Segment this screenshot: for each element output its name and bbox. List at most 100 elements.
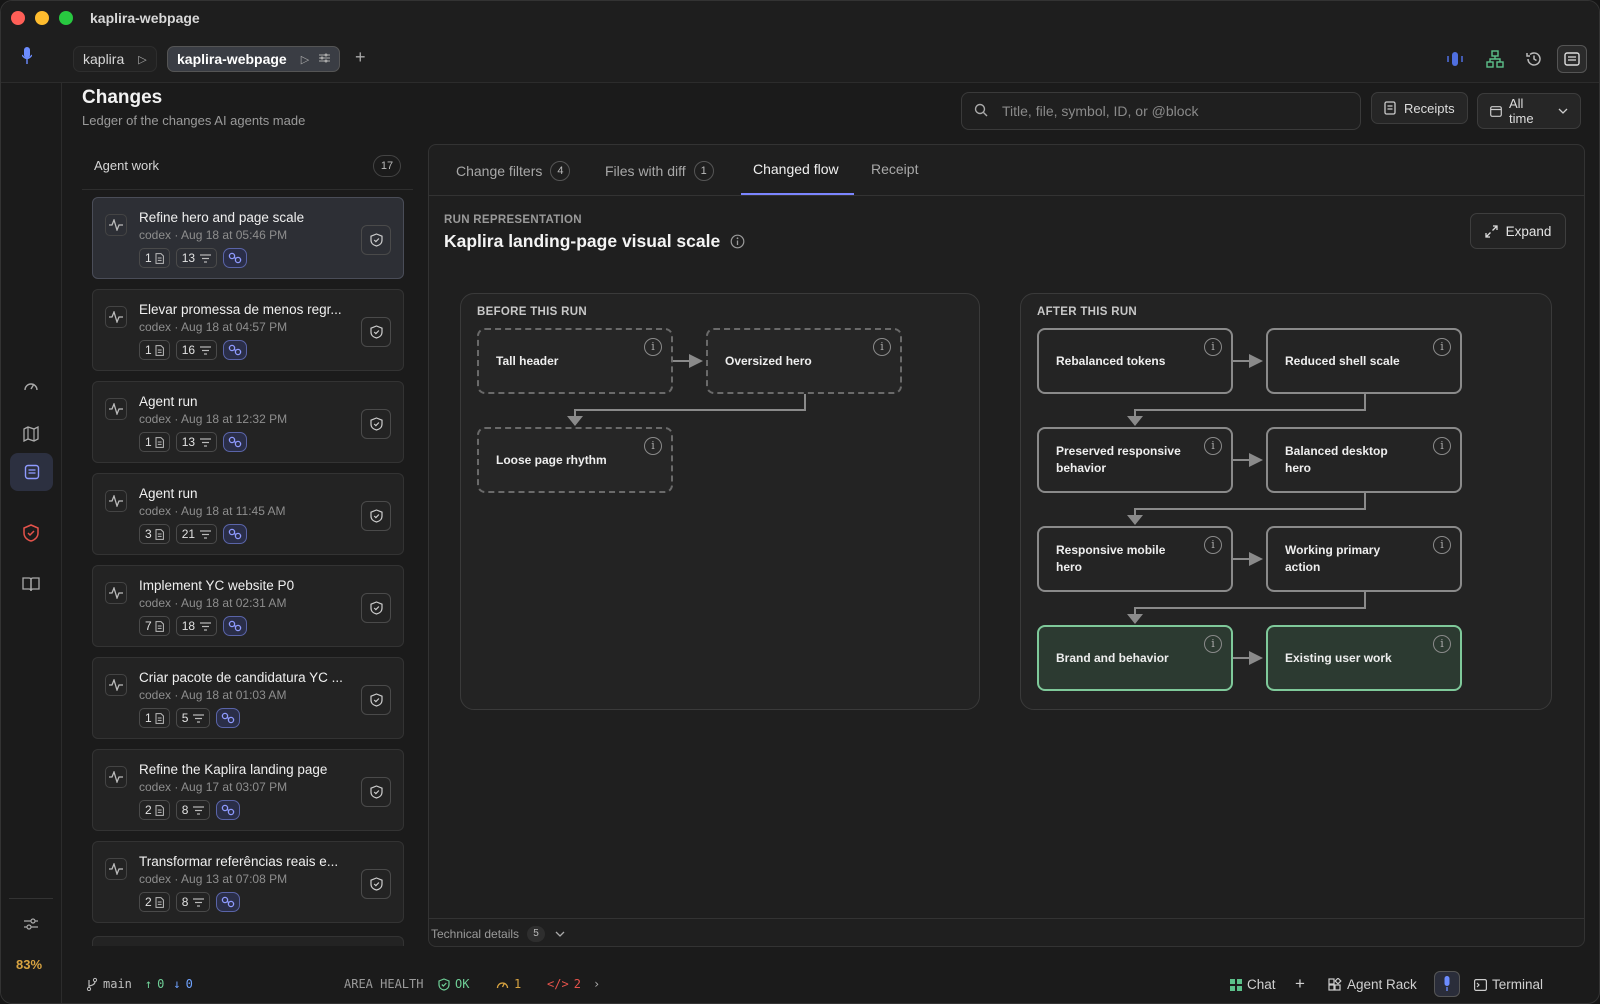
- agent-work-item[interactable]: Transformar referências reais e...codex …: [92, 841, 404, 923]
- voice-button[interactable]: [1434, 971, 1460, 997]
- tab-files-with-diff[interactable]: Files with diff 1: [605, 161, 714, 181]
- zoom-window-button[interactable]: [59, 11, 73, 25]
- map-icon[interactable]: [21, 424, 41, 444]
- info-icon[interactable]: i: [1433, 635, 1451, 653]
- shield-check-icon[interactable]: [361, 317, 391, 347]
- shield-alert-icon[interactable]: [21, 523, 41, 543]
- changes-count-chip[interactable]: 18: [175, 616, 218, 636]
- linked-agents-chip[interactable]: [223, 616, 248, 636]
- settings-sliders-icon[interactable]: [21, 914, 41, 934]
- chevron-right-icon[interactable]: ›: [593, 977, 601, 991]
- changes-count-chip[interactable]: 21: [175, 524, 218, 544]
- time-filter-select[interactable]: All time: [1477, 93, 1581, 129]
- info-icon[interactable]: i: [644, 338, 662, 356]
- play-icon[interactable]: ▷: [300, 53, 310, 66]
- changes-count-chip[interactable]: 8: [175, 892, 211, 912]
- add-tab-icon[interactable]: +: [355, 47, 366, 67]
- linked-agents-chip[interactable]: [223, 340, 248, 360]
- files-count-chip[interactable]: 1: [139, 432, 170, 452]
- health-code-status[interactable]: </> 2: [547, 977, 581, 991]
- info-icon[interactable]: i: [873, 338, 891, 356]
- after-node-responsive-mobile-hero[interactable]: Responsive mobile hero i: [1037, 526, 1233, 592]
- project-tab-kaplira[interactable]: kaplira ▷: [73, 46, 157, 72]
- info-icon[interactable]: i: [1204, 338, 1222, 356]
- changes-count-chip[interactable]: 5: [175, 708, 211, 728]
- files-count-chip[interactable]: 7: [139, 616, 170, 636]
- after-node-balanced-desktop-hero[interactable]: Balanced desktop hero i: [1266, 427, 1462, 493]
- agent-rack-button[interactable]: Agent Rack: [1328, 977, 1417, 992]
- shield-check-icon[interactable]: [361, 869, 391, 899]
- after-node-rebalanced-tokens[interactable]: Rebalanced tokens i: [1037, 328, 1233, 394]
- after-node-brand-and-behavior[interactable]: Brand and behavior i: [1037, 625, 1233, 691]
- technical-details-toggle[interactable]: Technical details 5: [429, 918, 1584, 946]
- voice-activity-icon[interactable]: [1444, 48, 1466, 70]
- changes-count-chip[interactable]: 13: [175, 248, 218, 268]
- files-count-chip[interactable]: 1: [139, 340, 170, 360]
- info-icon[interactable]: i: [644, 437, 662, 455]
- linked-agents-chip[interactable]: [216, 800, 241, 820]
- after-node-existing-user-work[interactable]: Existing user work i: [1266, 625, 1462, 691]
- shield-check-icon[interactable]: [361, 409, 391, 439]
- network-graph-icon[interactable]: [1484, 48, 1506, 70]
- health-ok-status[interactable]: OK: [438, 977, 469, 991]
- linked-agents-chip[interactable]: [216, 892, 241, 912]
- tab-receipt[interactable]: Receipt: [871, 161, 918, 177]
- linked-agents-chip[interactable]: [223, 432, 248, 452]
- agent-work-item[interactable]: Elevar promessa de menos regr...codex · …: [92, 289, 404, 371]
- info-icon[interactable]: i: [1433, 437, 1451, 455]
- add-icon[interactable]: +: [1295, 974, 1305, 993]
- shield-check-icon[interactable]: [361, 225, 391, 255]
- health-warning-status[interactable]: 1: [496, 977, 521, 991]
- shield-check-icon[interactable]: [361, 777, 391, 807]
- gauge-icon[interactable]: [21, 376, 41, 396]
- linked-agents-chip[interactable]: [223, 524, 248, 544]
- after-node-working-primary-action[interactable]: Working primary action i: [1266, 526, 1462, 592]
- search-input[interactable]: [1002, 103, 1322, 119]
- agent-work-item[interactable]: Criar pacote de candidatura YC ...codex …: [92, 657, 404, 739]
- play-icon[interactable]: ▷: [138, 53, 147, 66]
- expand-button[interactable]: Expand: [1470, 213, 1566, 249]
- changes-ledger-icon[interactable]: [10, 453, 53, 491]
- info-icon[interactable]: i: [1204, 437, 1222, 455]
- chat-button[interactable]: Chat: [1230, 977, 1276, 992]
- files-count-chip[interactable]: 1: [139, 708, 170, 728]
- history-icon[interactable]: [1523, 48, 1545, 70]
- git-branch[interactable]: main ↑ 0 ↓ 0: [86, 977, 193, 991]
- list-item[interactable]: [92, 936, 404, 946]
- files-count-chip[interactable]: 3: [139, 524, 170, 544]
- changes-count-chip[interactable]: 13: [175, 432, 218, 452]
- sliders-icon[interactable]: [319, 53, 331, 66]
- after-node-preserved-responsive-behavior[interactable]: Preserved responsive behavior i: [1037, 427, 1233, 493]
- tab-changed-flow[interactable]: Changed flow: [753, 161, 839, 177]
- book-icon[interactable]: [21, 574, 41, 594]
- shield-check-icon[interactable]: [361, 593, 391, 623]
- sidebar-toggle-icon[interactable]: [1557, 45, 1587, 73]
- info-icon[interactable]: [730, 234, 745, 249]
- project-tab-kaplira-webpage[interactable]: kaplira-webpage ▷: [167, 46, 341, 72]
- tab-change-filters[interactable]: Change filters 4: [456, 161, 571, 181]
- terminal-button[interactable]: Terminal: [1474, 977, 1543, 992]
- files-count-chip[interactable]: 1: [139, 248, 170, 268]
- before-node-tall-header[interactable]: Tall header i: [477, 328, 673, 394]
- shield-check-icon[interactable]: [361, 685, 391, 715]
- search-box[interactable]: [961, 92, 1361, 130]
- files-count-chip[interactable]: 2: [139, 892, 170, 912]
- info-icon[interactable]: i: [1204, 536, 1222, 554]
- files-count-chip[interactable]: 2: [139, 800, 170, 820]
- after-node-reduced-shell-scale[interactable]: Reduced shell scale i: [1266, 328, 1462, 394]
- minimize-window-button[interactable]: [35, 11, 49, 25]
- shield-check-icon[interactable]: [361, 501, 391, 531]
- info-icon[interactable]: i: [1204, 635, 1222, 653]
- before-node-loose-page-rhythm[interactable]: Loose page rhythm i: [477, 427, 673, 493]
- linked-agents-chip[interactable]: [223, 248, 248, 268]
- before-node-oversized-hero[interactable]: Oversized hero i: [706, 328, 902, 394]
- linked-agents-chip[interactable]: [216, 708, 241, 728]
- close-window-button[interactable]: [11, 11, 25, 25]
- microphone-icon[interactable]: [19, 47, 35, 69]
- info-icon[interactable]: i: [1433, 338, 1451, 356]
- receipts-button[interactable]: Receipts: [1371, 92, 1468, 124]
